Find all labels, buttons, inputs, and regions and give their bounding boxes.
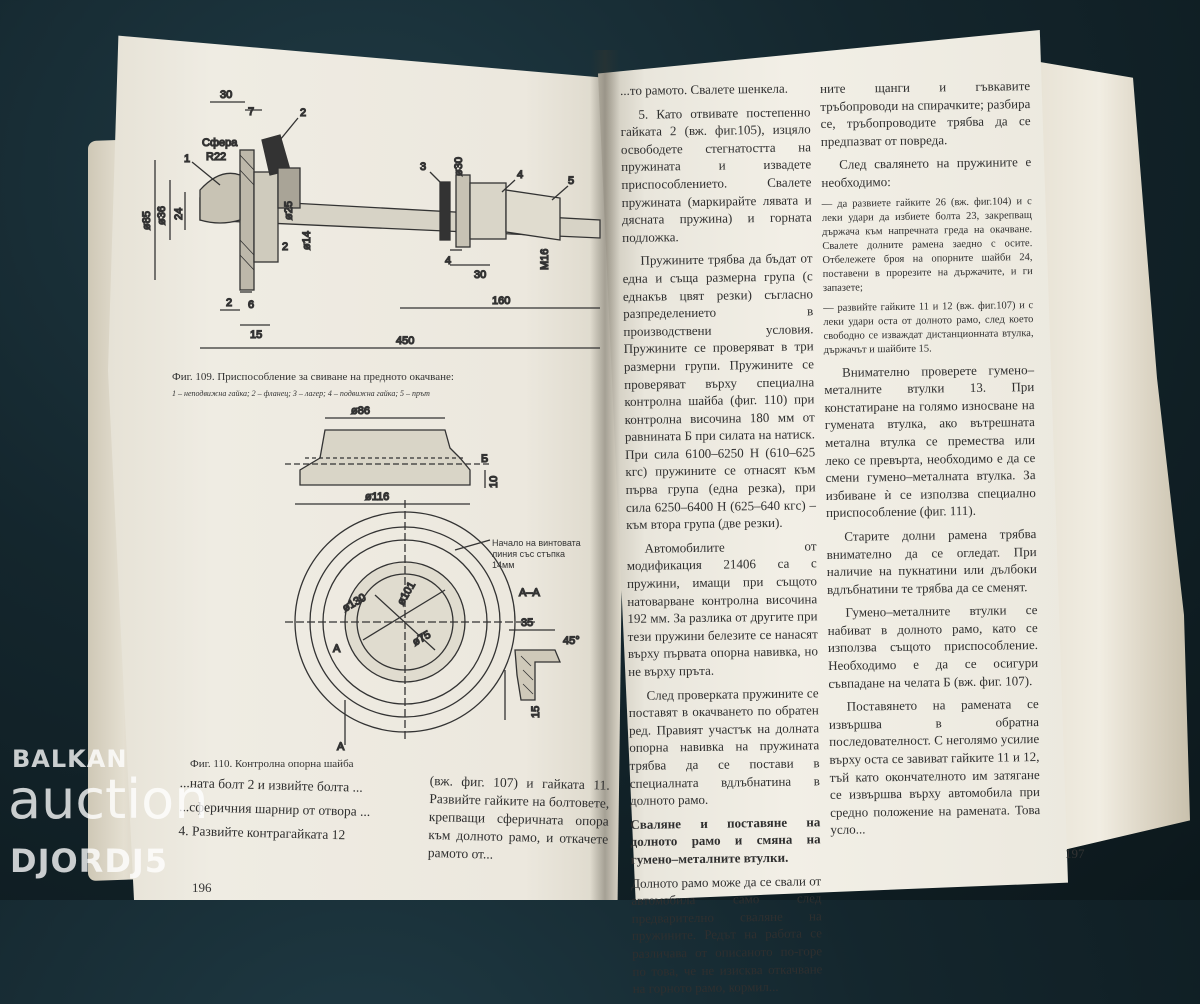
callout-1: 1 bbox=[184, 153, 190, 165]
callout-3: 3 bbox=[420, 161, 426, 173]
right-page-column-1: ...то рамото. Свалете шенкела. 5. Като о… bbox=[620, 79, 823, 1003]
dim-d86: ø86 bbox=[351, 405, 370, 417]
callout-2: 2 bbox=[300, 107, 306, 119]
col1-p5: След проверката пружините се поставят в … bbox=[628, 684, 820, 809]
left-bottom-line-3: 4. Развийте контрагайката 12 bbox=[178, 822, 346, 843]
col2-sub1: — да развиете гайките 26 (вж. фиг.104) и… bbox=[821, 195, 1033, 294]
section-marker-a-bottom: А bbox=[337, 741, 345, 753]
col1-p4: Автомобилите от модификация 21406 са с п… bbox=[626, 538, 819, 679]
dim-d30: ø30 bbox=[453, 157, 465, 176]
section-marker-a-lower: А bbox=[333, 643, 341, 655]
dim-30b: 30 bbox=[474, 269, 486, 281]
dim-d14: ø14 bbox=[301, 231, 313, 250]
dim-6: 6 bbox=[248, 299, 254, 311]
dim-35: 35 bbox=[521, 617, 533, 629]
dim-2a: 2 bbox=[226, 297, 232, 309]
figure-109-drawing: 30 7 Сфера R22 ø85 ø36 24 ø25 ø14 2 2 6 … bbox=[140, 80, 610, 370]
dim-45deg: 45° bbox=[563, 635, 580, 647]
figure-110-drawing: ø86 Б 10 ø116 ø101 ø130 ø75 А А А–А 35 4… bbox=[285, 400, 605, 760]
dim-450: 450 bbox=[396, 335, 414, 347]
col2-p1: ните щанги и гъвкавите тръбопроводи на с… bbox=[820, 78, 1031, 149]
left-bottom-line-2: ...сферичния шарнир от отвора ... bbox=[178, 798, 371, 819]
right-page-column-2: ните щанги и гъвкавите тръбопроводи на с… bbox=[820, 77, 1041, 845]
col2-p6: Поставянето на рамената се извършва в об… bbox=[828, 696, 1041, 838]
dim-2b: 2 bbox=[282, 241, 288, 253]
figure-109-legend: 1 – неподвижна гайка; 2 – фланец; 3 – ла… bbox=[172, 389, 430, 398]
right-page bbox=[598, 30, 1068, 900]
page-number-right: 197 bbox=[1065, 846, 1085, 861]
col1-p6: Долното рамо може да се свали от автомоб… bbox=[631, 872, 823, 997]
dim-d25: ø25 bbox=[283, 201, 295, 220]
watermark-auction: auction bbox=[8, 768, 209, 831]
dim-b: Б bbox=[481, 453, 488, 465]
dim-15b: 15 bbox=[530, 706, 542, 718]
dim-m16: M16 bbox=[539, 249, 551, 270]
book-spread: 30 7 Сфера R22 ø85 ø36 24 ø25 ø14 2 2 6 … bbox=[8, 30, 1190, 997]
dim-7: 7 bbox=[248, 106, 254, 118]
dim-sphere: Сфера bbox=[202, 137, 238, 149]
col2-p5: Гумено–металните втулки се набиват в дол… bbox=[827, 602, 1039, 691]
dim-d116: ø116 bbox=[365, 491, 389, 503]
page-number-left: 196 bbox=[192, 880, 212, 895]
dim-d36: ø36 bbox=[156, 206, 168, 225]
book-gutter bbox=[590, 50, 620, 900]
col1-heading: Сваляне и поставяне на долното рамо и см… bbox=[630, 814, 821, 867]
col2-p3: Внимателно проверете гумено–металните вт… bbox=[824, 361, 1036, 521]
left-bottom-column-2: (вж. фиг. 107) и гайката 11. Развийте га… bbox=[427, 772, 610, 873]
left-bottom-col2-text: (вж. фиг. 107) и гайката 11. Развийте га… bbox=[427, 772, 610, 862]
callout-5: 5 bbox=[568, 175, 574, 187]
dim-r22: R22 bbox=[206, 151, 226, 163]
col1-p2: 5. Като отвивате постепенно гайката 2 (в… bbox=[620, 103, 813, 245]
section-label-aa: А–А bbox=[519, 587, 540, 599]
col2-p2: След свалянето на пружините е необходимо… bbox=[821, 154, 1032, 190]
col1-p1: ...то рамото. Свалете шенкела. bbox=[620, 80, 789, 98]
dim-160: 160 bbox=[492, 295, 510, 307]
dim-4: 4 bbox=[445, 255, 451, 267]
figure-109-caption: Фиг. 109. Приспособление за свиване на п… bbox=[172, 371, 454, 383]
dim-15: 15 bbox=[250, 329, 262, 341]
dim-30: 30 bbox=[220, 89, 232, 101]
dim-10: 10 bbox=[488, 476, 500, 488]
figure-110-caption: Фиг. 110. Контролна опорна шайба bbox=[190, 758, 354, 770]
col2-p4: Старите долни рамена трябва внимателно д… bbox=[826, 525, 1037, 597]
watermark-balkan: BALKAN bbox=[12, 745, 128, 773]
col1-p3: Пружините трябва да бъдат от една и съща… bbox=[622, 250, 817, 533]
watermark-seller: DJORDJ5 bbox=[10, 842, 169, 880]
callout-4: 4 bbox=[517, 169, 523, 181]
left-bottom-column-1: ...ната болт 2 и извийте болта ... ...сф… bbox=[178, 774, 410, 852]
col2-sub2: — развийте гайките 11 и 12 (вж. фиг.107)… bbox=[823, 299, 1034, 356]
figure-110-note: Начало на винтовата линия със стъпка 14м… bbox=[492, 538, 581, 570]
dim-24: 24 bbox=[173, 208, 185, 220]
dim-d85: ø85 bbox=[141, 211, 153, 230]
